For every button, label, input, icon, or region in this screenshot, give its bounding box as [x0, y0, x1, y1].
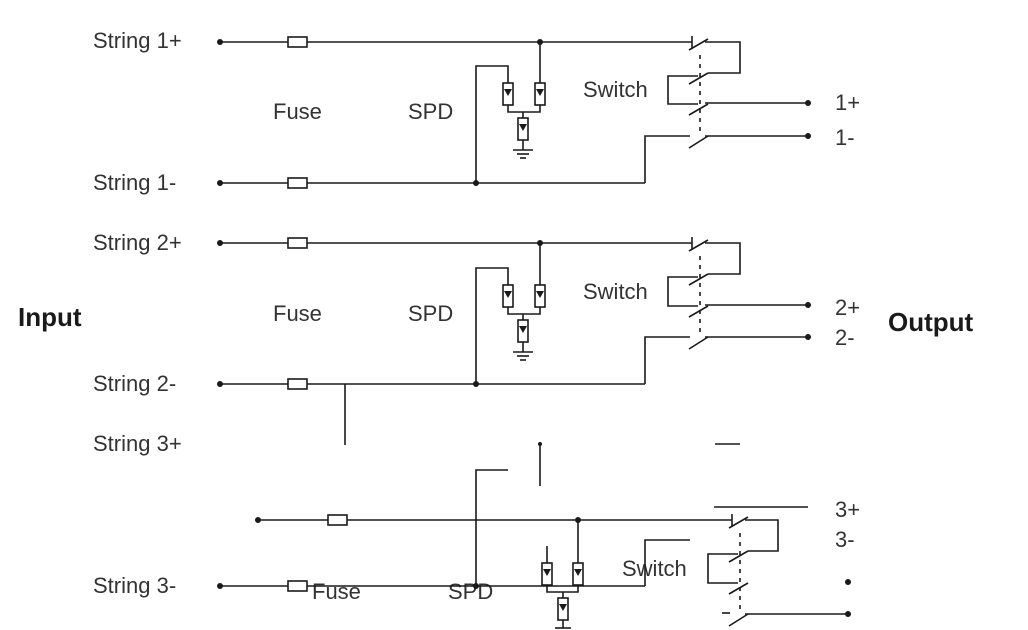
arrow-icon: [519, 124, 527, 131]
terminal-dot: [217, 180, 223, 186]
terminal-dot: [217, 240, 223, 246]
output-3-negative-label: 3-: [835, 527, 855, 552]
fuse-symbol: [287, 378, 308, 390]
spd-wire: [507, 105, 541, 113]
negative-return-wire: [644, 135, 690, 183]
output-1-positive-label: 1+: [835, 90, 860, 115]
arrow-icon: [536, 291, 544, 298]
switch-symbol: [707, 514, 779, 627]
spd-label-2: SPD: [408, 301, 453, 326]
junction-dot: [473, 583, 479, 589]
arrow-icon: [574, 569, 582, 576]
arrow-icon: [559, 604, 567, 611]
terminal-dot: [805, 302, 811, 308]
negative-return-wire: [644, 539, 690, 586]
arrow-icon: [543, 569, 551, 576]
arrow-icon: [504, 291, 512, 298]
fuse-symbol: [287, 36, 308, 48]
input-heading: Input: [18, 302, 82, 332]
terminal-dot: [805, 133, 811, 139]
string-2-positive-label: String 2+: [93, 230, 182, 255]
fuse-label-2: Fuse: [273, 301, 322, 326]
terminal-dot: [255, 517, 261, 523]
spd-label-1: SPD: [408, 99, 453, 124]
spd-wire: [475, 267, 509, 384]
fuse-label-1: Fuse: [273, 99, 322, 124]
terminal-dot: [805, 100, 811, 106]
string-3-negative-label: String 3-: [93, 573, 176, 598]
junction-dot: [538, 442, 542, 446]
output-3-positive-label: 3+: [835, 497, 860, 522]
arrow-icon: [536, 89, 544, 96]
terminal-dot: [845, 579, 851, 585]
string-1-negative-label: String 1-: [93, 170, 176, 195]
string-2-circuit: [217, 237, 811, 445]
terminal-dot: [217, 39, 223, 45]
switch-label-3: Switch: [622, 556, 687, 581]
fuse-symbol: [287, 237, 308, 249]
string-1-circuit: [217, 36, 811, 189]
negative-return-wire: [644, 336, 690, 384]
output-2-positive-label: 2+: [835, 295, 860, 320]
switch-symbol: [667, 36, 741, 149]
switch-label-2: Switch: [583, 279, 648, 304]
output-1-negative-label: 1-: [835, 125, 855, 150]
spd-wire: [475, 65, 509, 183]
terminal-dot: [845, 611, 851, 617]
fuse-symbol: [287, 580, 308, 592]
fuse-symbol: [287, 177, 308, 189]
ground-icon: [513, 149, 533, 159]
ground-icon: [513, 351, 533, 361]
terminal-dot: [217, 583, 223, 589]
string-3-positive-label: String 3+: [93, 431, 182, 456]
fuse-symbol: [327, 514, 348, 526]
output-2-negative-label: 2-: [835, 325, 855, 350]
spd-label-3: SPD: [448, 579, 493, 604]
arrow-icon: [504, 89, 512, 96]
spd-wire: [507, 307, 541, 315]
fuse-label-3: Fuse: [312, 579, 361, 604]
switch-symbol: [667, 237, 741, 350]
arrow-icon: [519, 326, 527, 333]
switch-label-1: Switch: [583, 77, 648, 102]
string-2-negative-label: String 2-: [93, 371, 176, 396]
string-3-circuit: [217, 442, 851, 629]
output-heading: Output: [888, 307, 974, 337]
terminal-dot: [217, 381, 223, 387]
terminal-dot: [805, 334, 811, 340]
string-1-positive-label: String 1+: [93, 28, 182, 53]
spd-wire: [475, 469, 508, 586]
